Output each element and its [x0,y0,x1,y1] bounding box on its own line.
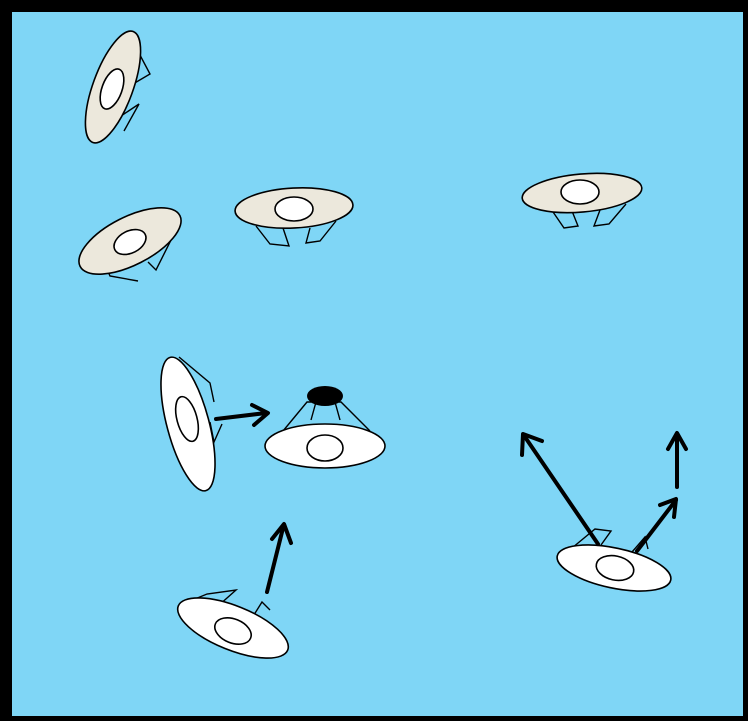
disk-legs [255,220,337,247]
disk-center-ring [174,395,200,443]
disk-legs [550,203,627,229]
disk-center-ring [560,179,600,205]
disk-center-flat [234,186,354,247]
arrow-up-segment-1-head [658,497,678,519]
disk-white-vertical [160,356,223,492]
disk-center-ring [99,68,125,110]
arrow-up-left-icon [523,435,600,546]
disk-left-tilted [78,206,182,282]
head-icon [307,386,343,406]
disk-top-left-vertical [84,30,151,144]
disk-center-ring [113,228,147,256]
arrow-up-segment-1 [635,498,678,553]
disk-center-ring [595,554,635,582]
arrow-right-icon [214,411,268,421]
disk-white-bottom-right [556,528,672,592]
arrow-up-icon [265,526,285,594]
disk-right-flat [521,172,643,229]
arrow-up-head [270,522,293,545]
arrow-up-head [666,431,688,451]
arrow-up-left-head [520,432,544,457]
arrow-right-head [250,403,270,427]
arrows [214,403,688,594]
disk-center-ring [274,196,314,222]
disk-white-with-head [264,386,386,469]
disk-white-bottom-left [176,588,290,659]
disk-center-ring [306,434,344,462]
disk-center-ring [214,616,252,646]
disk-legs [571,528,649,553]
